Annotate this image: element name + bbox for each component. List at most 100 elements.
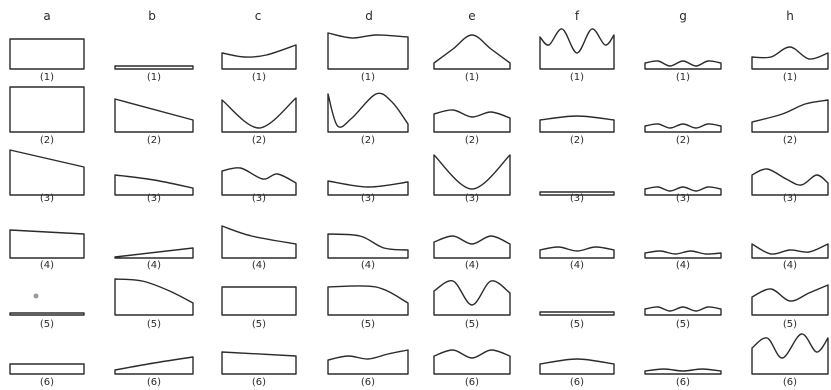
cell-label-a-1: (1) xyxy=(40,72,54,83)
cell-label-g-6: (6) xyxy=(676,377,690,388)
profile-h-2 xyxy=(751,99,829,133)
cell-label-h-6: (6) xyxy=(783,377,797,388)
cell-label-d-1: (1) xyxy=(361,72,375,83)
profile-e-5 xyxy=(433,280,511,316)
cell-label-e-1: (1) xyxy=(465,72,479,83)
profile-h-5 xyxy=(751,284,829,316)
column-headers: a b c d e f g h xyxy=(43,9,793,23)
cell-label-g-5: (5) xyxy=(676,319,690,330)
profile-f-3 xyxy=(539,191,615,196)
cell-label-a-2: (2) xyxy=(40,135,54,146)
cell-label-d-4: (4) xyxy=(361,260,375,271)
profile-c-5 xyxy=(221,286,297,316)
profile-b-5 xyxy=(114,278,194,316)
profile-a-1 xyxy=(9,38,85,70)
cell-label-h-5: (5) xyxy=(783,319,797,330)
profile-c-3 xyxy=(221,167,297,196)
column-header-h: h xyxy=(786,9,794,23)
cell-label-b-4: (4) xyxy=(147,260,161,271)
profile-c-6 xyxy=(221,351,297,375)
cell-label-f-2: (2) xyxy=(570,135,584,146)
cell-label-d-6: (6) xyxy=(361,377,375,388)
profile-c-1 xyxy=(221,44,297,70)
profile-c-4 xyxy=(221,225,297,259)
profile-e-4 xyxy=(433,235,511,259)
profile-d-1 xyxy=(327,32,409,70)
cell-label-f-6: (6) xyxy=(570,377,584,388)
cell-label-e-6: (6) xyxy=(465,377,479,388)
ink-smudge xyxy=(33,293,39,299)
profile-b-6 xyxy=(114,356,194,375)
profile-g-1 xyxy=(644,60,722,70)
profile-b-2 xyxy=(114,98,194,133)
cell-label-a-4: (4) xyxy=(40,260,54,271)
profile-d-2 xyxy=(327,92,409,133)
cell-label-h-4: (4) xyxy=(783,260,797,271)
profile-f-4 xyxy=(539,246,615,259)
profile-g-3 xyxy=(644,186,722,196)
cell-label-h-3: (3) xyxy=(783,193,797,204)
cell-label-c-6: (6) xyxy=(252,377,266,388)
cell-label-e-3: (3) xyxy=(465,193,479,204)
column-header-e: e xyxy=(468,9,475,23)
cell-label-d-3: (3) xyxy=(361,193,375,204)
cell-labels: (1) (2) (3) (4) (5) (6) (1) (2) (3) (4) (5) (6) (1) (… xyxy=(40,72,797,388)
profile-g-4 xyxy=(644,250,722,259)
profile-g-5 xyxy=(644,306,722,316)
cell-label-e-4: (4) xyxy=(465,260,479,271)
profile-a-3 xyxy=(9,149,85,196)
cell-label-b-5: (5) xyxy=(147,319,161,330)
cell-label-e-2: (2) xyxy=(465,135,479,146)
cross-section-shapes xyxy=(9,28,829,375)
cell-label-h-2: (2) xyxy=(783,135,797,146)
cell-label-b-3: (3) xyxy=(147,193,161,204)
cell-label-g-3: (3) xyxy=(676,193,690,204)
profile-f-6 xyxy=(539,358,615,375)
cell-label-g-2: (2) xyxy=(676,135,690,146)
cell-label-d-2: (2) xyxy=(361,135,375,146)
cell-label-c-4: (4) xyxy=(252,260,266,271)
profile-g-6 xyxy=(644,368,722,375)
profile-a-6 xyxy=(9,363,85,375)
cell-label-e-5: (5) xyxy=(465,319,479,330)
profile-d-6 xyxy=(327,349,409,375)
profile-b-3 xyxy=(114,174,194,196)
profile-d-4 xyxy=(327,233,409,259)
profile-h-6 xyxy=(751,333,829,375)
profile-f-1 xyxy=(539,28,615,70)
cell-label-a-3: (3) xyxy=(40,193,54,204)
profile-a-5 xyxy=(9,312,85,316)
profile-a-4 xyxy=(9,229,85,259)
profile-b-4 xyxy=(114,247,194,259)
column-header-f: f xyxy=(575,9,580,23)
cell-label-f-5: (5) xyxy=(570,319,584,330)
cell-label-c-2: (2) xyxy=(252,135,266,146)
profile-h-1 xyxy=(751,46,829,70)
cell-label-b-2: (2) xyxy=(147,135,161,146)
profile-c-2 xyxy=(221,97,297,133)
profile-g-2 xyxy=(644,123,722,133)
cell-label-d-5: (5) xyxy=(361,319,375,330)
column-header-d: d xyxy=(365,9,373,23)
cell-label-f-4: (4) xyxy=(570,260,584,271)
profile-d-5 xyxy=(327,285,409,316)
profile-f-2 xyxy=(539,115,615,133)
profile-b-1 xyxy=(114,65,194,70)
column-header-b: b xyxy=(148,9,156,23)
profile-f-5 xyxy=(539,311,615,316)
cell-label-h-1: (1) xyxy=(783,72,797,83)
cell-label-b-6: (6) xyxy=(147,377,161,388)
cell-label-c-5: (5) xyxy=(252,319,266,330)
column-header-g: g xyxy=(679,9,687,23)
profile-d-3 xyxy=(327,180,409,196)
cell-label-a-6: (6) xyxy=(40,377,54,388)
profile-e-1 xyxy=(433,34,511,70)
cell-label-a-5: (5) xyxy=(40,319,54,330)
column-header-a: a xyxy=(43,9,50,23)
cell-label-b-1: (1) xyxy=(147,72,161,83)
column-header-c: c xyxy=(255,9,262,23)
cell-label-f-1: (1) xyxy=(570,72,584,83)
profile-e-3 xyxy=(433,154,511,196)
profile-a-2 xyxy=(9,86,85,133)
